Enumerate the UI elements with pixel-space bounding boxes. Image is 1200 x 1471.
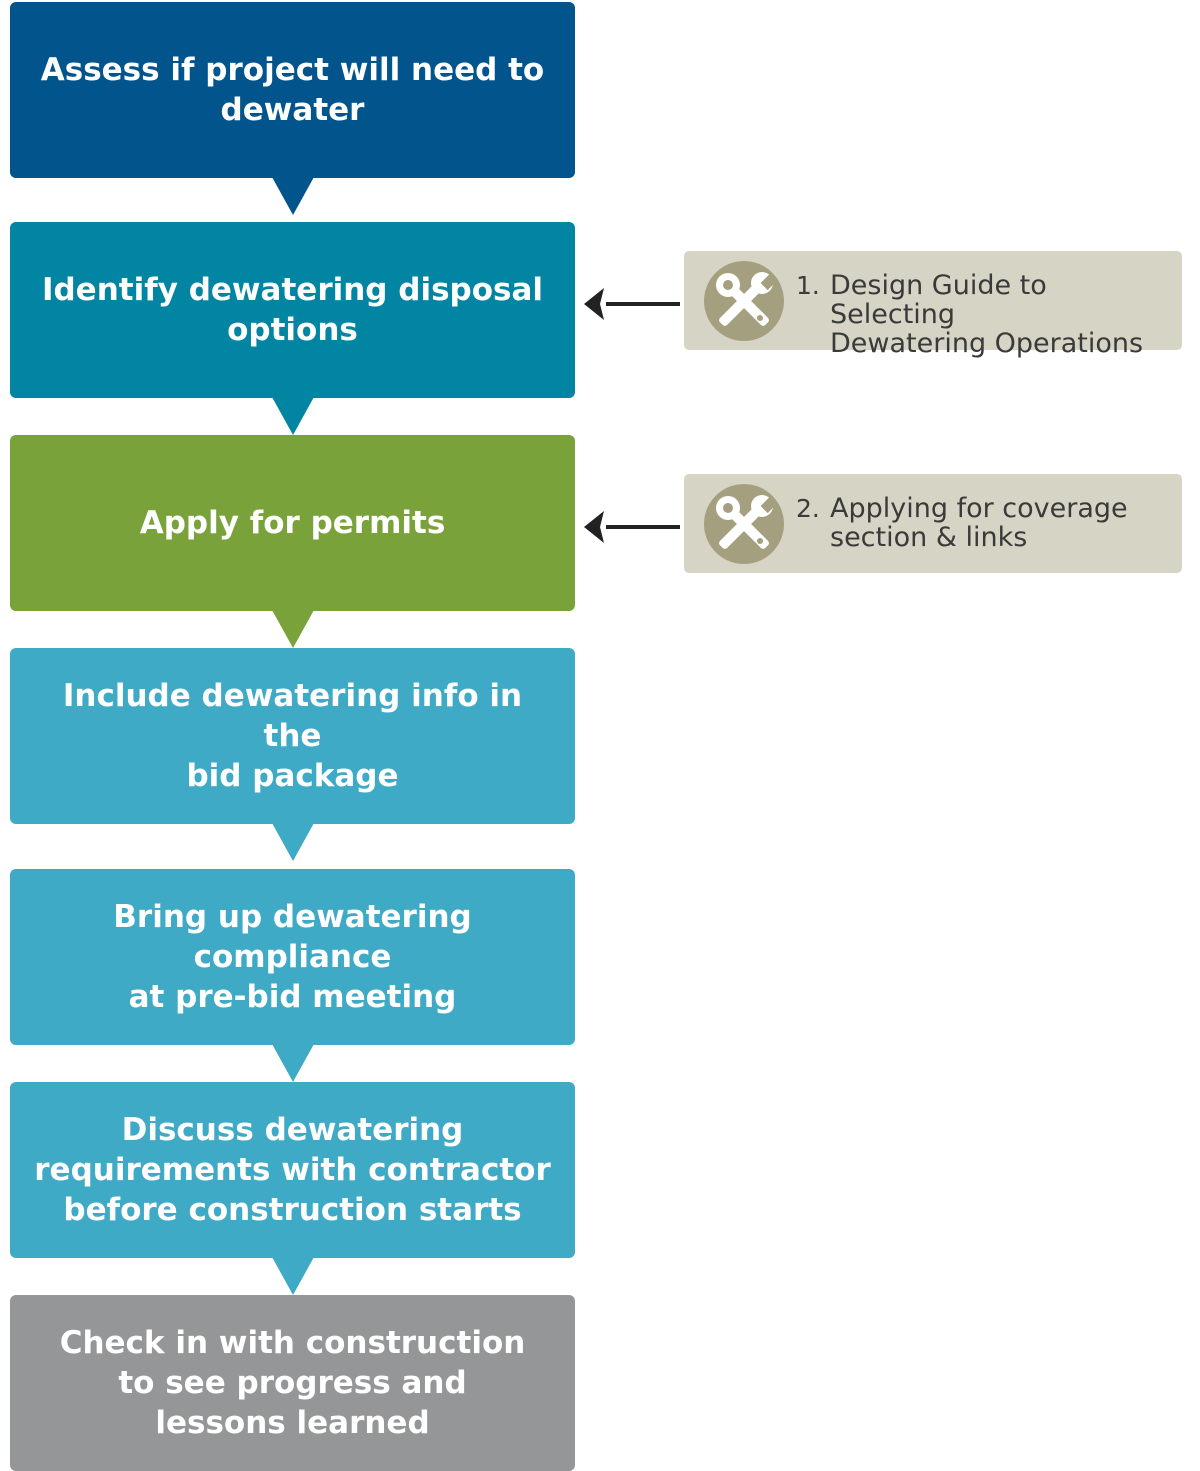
step-identify-options-pointer <box>272 397 314 435</box>
step-pre-bid-meeting-label: Bring up dewatering compliance at pre-bi… <box>113 899 472 1015</box>
step-identify-options: Identify dewatering disposal options <box>10 222 575 398</box>
arrow-to-apply-permits <box>584 511 680 543</box>
resource-design-guide-number: 1. <box>796 271 820 300</box>
step-apply-permits-label: Apply for permits <box>139 505 446 541</box>
step-discuss-contractor-pointer <box>272 1257 314 1295</box>
step-pre-bid-meeting: Bring up dewatering compliance at pre-bi… <box>10 869 575 1045</box>
step-bid-package-pointer <box>272 823 314 861</box>
step-check-in-label: Check in with construction to see progre… <box>59 1325 526 1441</box>
arrow-to-identify-options <box>584 288 680 320</box>
step-pre-bid-meeting-pointer <box>272 1044 314 1082</box>
resource-applying-coverage-number: 2. <box>796 494 820 523</box>
step-assess-label: Assess if project will need to dewater <box>40 52 545 128</box>
tools-icon <box>704 484 784 564</box>
resource-design-guide-label[interactable]: Design Guide to Selecting Dewatering Ope… <box>830 270 1144 359</box>
resource-design-guide[interactable]: 1. Design Guide to Selecting Dewatering … <box>684 251 1182 358</box>
step-apply-permits: Apply for permits <box>10 435 575 611</box>
tools-icon <box>704 261 784 341</box>
step-bid-package-label: Include dewatering info in the bid packa… <box>62 678 523 794</box>
step-discuss-contractor: Discuss dewatering requirements with con… <box>10 1082 575 1258</box>
step-assess: Assess if project will need to dewater <box>10 2 575 178</box>
resource-applying-coverage[interactable]: 2. Applying for coverage section & links <box>684 474 1182 573</box>
step-apply-permits-pointer <box>272 610 314 648</box>
step-discuss-contractor-label: Discuss dewatering requirements with con… <box>34 1112 551 1228</box>
step-identify-options-label: Identify dewatering disposal options <box>41 272 544 348</box>
step-bid-package: Include dewatering info in the bid packa… <box>10 648 575 824</box>
step-check-in: Check in with construction to see progre… <box>10 1295 575 1471</box>
step-assess-pointer <box>272 177 314 215</box>
resource-applying-coverage-label[interactable]: Applying for coverage section & links <box>830 493 1128 553</box>
